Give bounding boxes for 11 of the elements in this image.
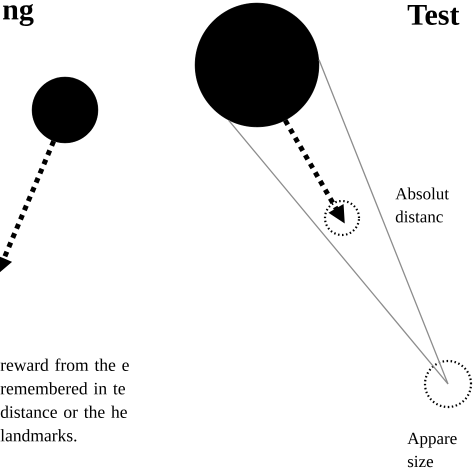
goal-location-circle	[424, 360, 472, 408]
sight-line	[318, 59, 449, 384]
sight-line	[228, 120, 448, 384]
landmark-circle	[194, 2, 320, 128]
panel-title: ng	[3, 4, 34, 26]
landmark-circle	[32, 76, 98, 144]
goal-location-circle	[324, 200, 360, 236]
panel-title: Test	[408, 5, 460, 25]
location-label: Appare size	[407, 432, 457, 468]
location-label: Absolut distanc	[395, 188, 449, 222]
caption-text: reward from the e remembered in te distance or the he landmarks.	[0, 358, 129, 442]
